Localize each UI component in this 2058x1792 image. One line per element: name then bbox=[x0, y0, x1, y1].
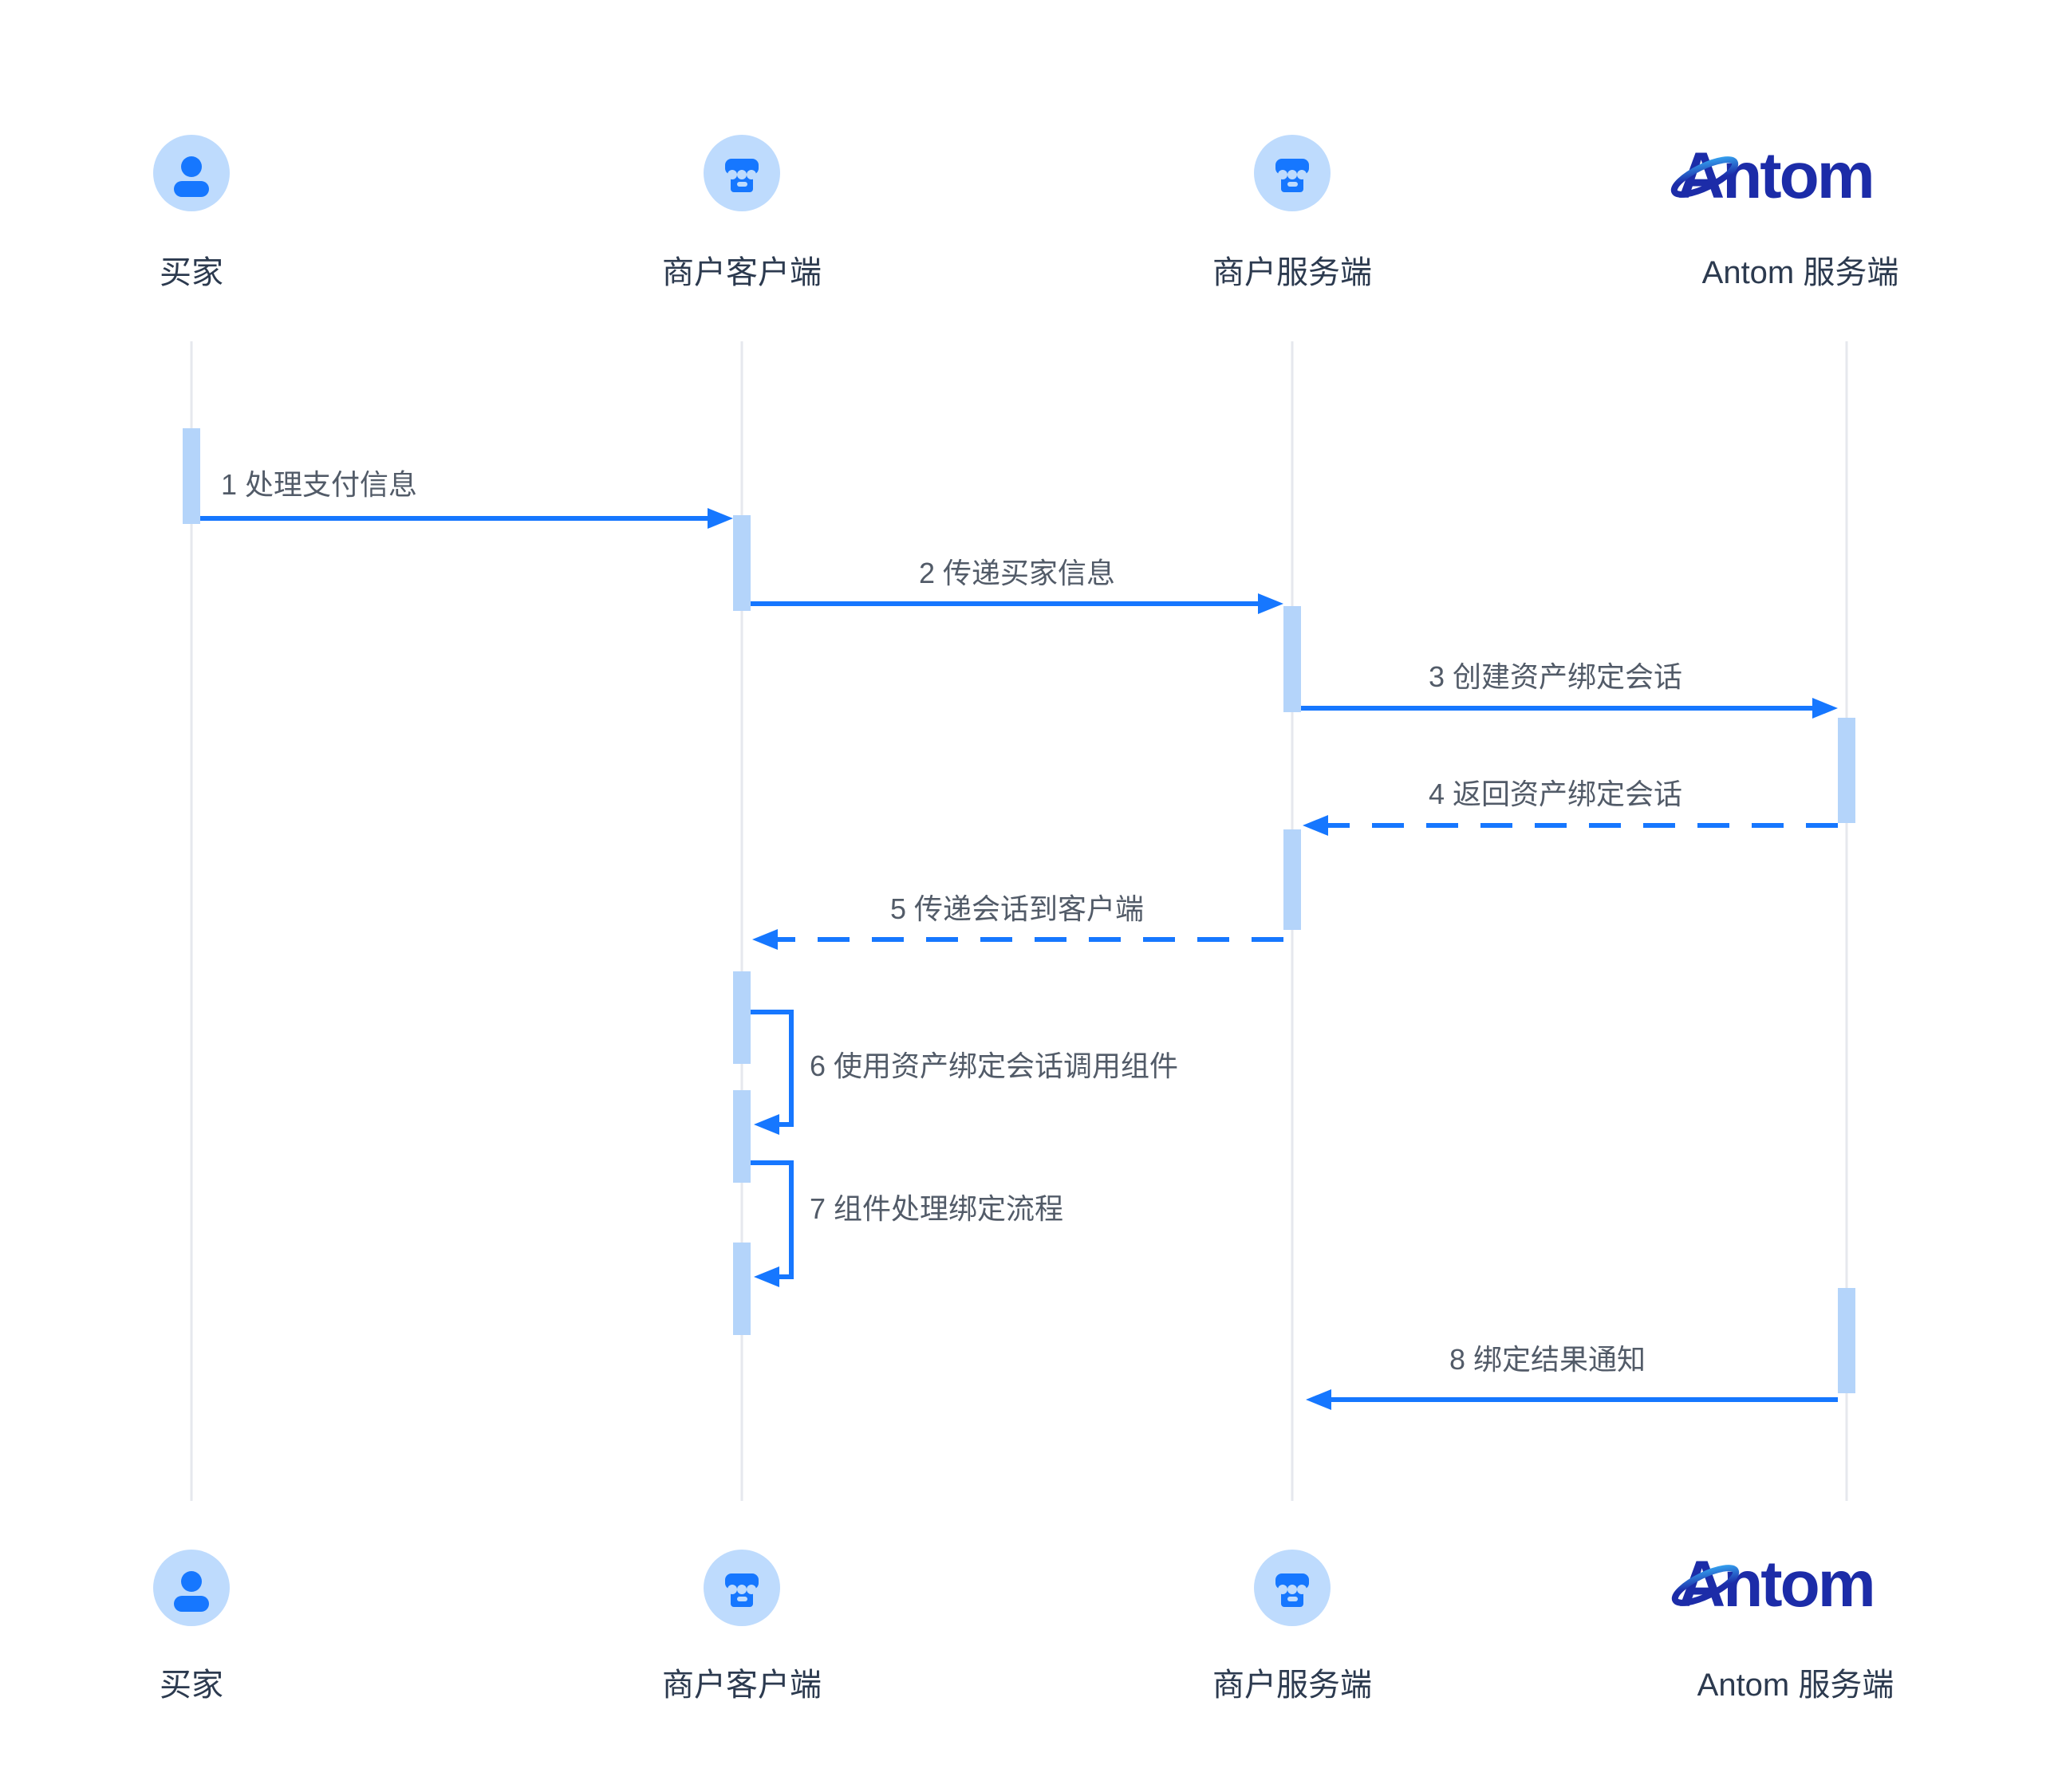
actor-label-merchant-client: 商户客户端 bbox=[662, 255, 822, 290]
actor-label-merchant-server: 商户服务端 bbox=[1212, 1668, 1372, 1703]
activation-antom-1 bbox=[1838, 718, 1855, 823]
arrow-6-line bbox=[751, 1010, 794, 1127]
antom-logo: Antom bbox=[1670, 140, 1875, 212]
antom-logo-swoosh bbox=[1671, 1565, 1740, 1606]
actor-label-merchant-client: 商户客户端 bbox=[662, 1668, 822, 1703]
message-7-label: 7 组件处理绑定流程 bbox=[810, 1192, 1064, 1225]
arrow-2-head bbox=[1258, 593, 1283, 614]
activation-client-3 bbox=[733, 1090, 751, 1183]
message-3-label: 3 创建资产绑定会话 bbox=[1428, 660, 1683, 693]
antom-logo: Antom bbox=[1671, 1548, 1876, 1621]
arrow-5-head bbox=[752, 929, 778, 950]
arrow-7-line bbox=[751, 1160, 794, 1279]
activation-client-1 bbox=[733, 515, 751, 611]
arrow-3-head bbox=[1812, 698, 1838, 719]
message-4-label: 4 返回资产绑定会话 bbox=[1428, 778, 1683, 810]
message-arrows bbox=[200, 508, 1838, 1410]
person-icon bbox=[153, 1550, 230, 1626]
arrow-1-head bbox=[708, 508, 733, 529]
activation-server-2 bbox=[1283, 829, 1301, 930]
actor-label-buyer: 买家 bbox=[160, 1668, 223, 1703]
message-6-label: 6 使用资产绑定会话调用组件 bbox=[810, 1050, 1179, 1082]
person-icon bbox=[153, 135, 230, 211]
store-icon bbox=[1254, 135, 1331, 211]
actor-label-buyer: 买家 bbox=[160, 255, 223, 290]
arrow-6-head bbox=[754, 1114, 779, 1135]
arrow-7-head bbox=[754, 1266, 779, 1287]
store-icon bbox=[704, 1550, 780, 1626]
activation-buyer bbox=[183, 428, 200, 524]
store-icon bbox=[1254, 1550, 1331, 1626]
message-8-label: 8 绑定结果通知 bbox=[1449, 1343, 1646, 1376]
activation-antom-2 bbox=[1838, 1288, 1855, 1393]
antom-logo-text: Antom bbox=[1678, 1548, 1874, 1621]
antom-logo-swoosh bbox=[1670, 156, 1739, 198]
activation-bars bbox=[183, 428, 1855, 1393]
message-5-label: 5 传递会话到客户端 bbox=[889, 892, 1145, 925]
actor-label-antom-server: Antom 服务端 bbox=[1701, 255, 1899, 290]
arrow-8-head bbox=[1306, 1389, 1331, 1410]
actor-label-antom-server: Antom 服务端 bbox=[1697, 1668, 1894, 1703]
activation-server-1 bbox=[1283, 606, 1301, 712]
actor-label-merchant-server: 商户服务端 bbox=[1212, 255, 1372, 290]
antom-logo-text: Antom bbox=[1678, 140, 1873, 212]
arrow-4-head bbox=[1303, 815, 1328, 836]
store-icon bbox=[704, 135, 780, 211]
message-2-label: 2 传递买家信息 bbox=[918, 557, 1116, 589]
activation-client-4 bbox=[733, 1243, 751, 1335]
message-1-label: 1 处理支付信息 bbox=[221, 468, 418, 501]
activation-client-2 bbox=[733, 971, 751, 1064]
